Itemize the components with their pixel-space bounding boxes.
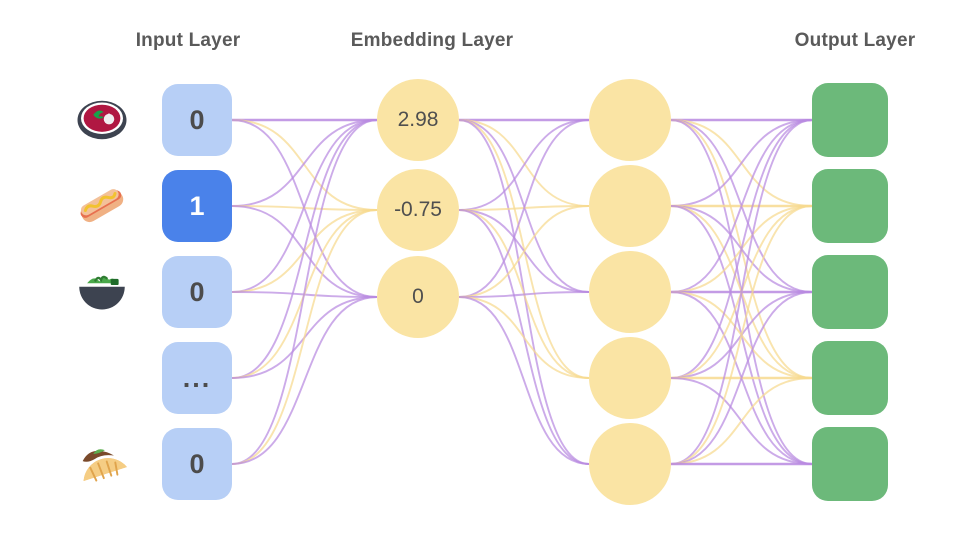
edge bbox=[458, 119, 590, 207]
edge bbox=[670, 119, 813, 465]
hidden-node-3[interactable] bbox=[589, 337, 671, 419]
taco-icon bbox=[74, 436, 130, 492]
edge bbox=[670, 119, 813, 207]
hidden-node-4[interactable] bbox=[589, 423, 671, 505]
edge bbox=[458, 119, 590, 211]
edge bbox=[231, 209, 378, 465]
edge bbox=[458, 119, 590, 298]
edge bbox=[231, 119, 378, 211]
hidden-node-0[interactable] bbox=[589, 79, 671, 161]
input-node-2[interactable]: 0 bbox=[162, 256, 232, 328]
output-node-1[interactable] bbox=[812, 169, 888, 243]
bowl-of-red-soup-icon bbox=[74, 92, 130, 148]
input-layer-title: Input Layer bbox=[135, 30, 241, 51]
edge bbox=[231, 296, 378, 465]
embedding-layer-title: Embedding Layer bbox=[350, 30, 514, 51]
embedding-node-2[interactable]: 0 bbox=[377, 256, 459, 338]
edge bbox=[670, 119, 813, 293]
edge bbox=[231, 119, 378, 379]
input-node-value: 0 bbox=[189, 104, 205, 135]
input-node-value: 0 bbox=[189, 448, 205, 479]
hot-dog-icon bbox=[74, 178, 130, 234]
input-node-value: 1 bbox=[189, 190, 205, 221]
hidden-node-2[interactable] bbox=[589, 251, 671, 333]
input-node-value: 0 bbox=[189, 276, 205, 307]
input-node-0[interactable]: 0 bbox=[162, 84, 232, 156]
green-salad-bowl-icon bbox=[74, 264, 130, 320]
edge bbox=[231, 119, 378, 293]
edge bbox=[458, 296, 590, 379]
embedding-node-value: 0 bbox=[412, 285, 424, 308]
edges-embedding-to-hidden bbox=[458, 118, 590, 465]
edge bbox=[231, 119, 378, 465]
edge bbox=[670, 205, 813, 465]
output-node-2[interactable] bbox=[812, 255, 888, 329]
edge bbox=[458, 296, 590, 465]
output-node-3[interactable] bbox=[812, 341, 888, 415]
embedding-node-value: 2.98 bbox=[397, 108, 439, 131]
edge bbox=[458, 119, 590, 379]
edge bbox=[670, 291, 813, 465]
embedding-node-1[interactable]: -0.75 bbox=[377, 169, 459, 251]
hidden-node-1[interactable] bbox=[589, 165, 671, 247]
edges-hidden-to-output bbox=[670, 118, 813, 466]
input-node-1[interactable]: 1 bbox=[162, 170, 232, 242]
edge bbox=[458, 291, 590, 298]
edge bbox=[231, 119, 378, 207]
edge bbox=[670, 377, 813, 465]
embedding-node-0[interactable]: 2.98 bbox=[377, 79, 459, 161]
output-node-0[interactable] bbox=[812, 83, 888, 157]
output-node-4[interactable] bbox=[812, 427, 888, 501]
edge bbox=[670, 119, 813, 379]
input-node-3[interactable]: ... bbox=[162, 342, 232, 414]
embedding-node-value: -0.75 bbox=[394, 198, 442, 221]
output-layer-title: Output Layer bbox=[794, 30, 916, 51]
input-node-4[interactable]: 0 bbox=[162, 428, 232, 500]
edge bbox=[458, 205, 590, 298]
edges-input-to-embedding bbox=[231, 118, 378, 465]
input-node-value: ... bbox=[182, 362, 212, 393]
